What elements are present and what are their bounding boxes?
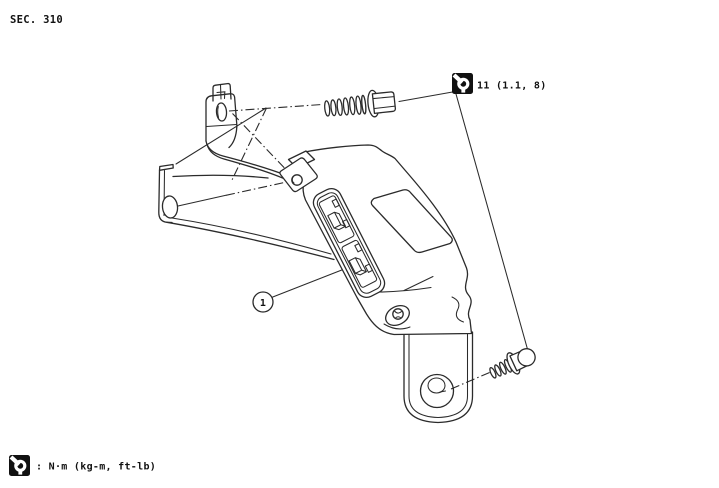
section-label: SEC. 310 [10,14,63,26]
bracket-clip [212,82,232,102]
part-callout: 1 [252,291,274,313]
torque-spec-value: 11 (1.1, 8) [477,81,547,92]
bracket-lower-tab [403,331,474,424]
bracket-lower-arm [158,163,335,261]
bracket-bolt-hole [215,102,228,122]
lower-screw [392,308,404,320]
bolt-head [517,348,536,367]
torque-wrench-icon [452,73,473,94]
legend-text: : N·m (kg-m, ft-lb) [36,462,156,473]
control-module [279,144,473,336]
part-callout-circle [252,291,274,313]
torque-spec-annotation: 11 (1.1, 8) [452,73,547,94]
torque-wrench-icon [9,455,30,476]
bolt-head [371,91,397,114]
leader-lines [270,91,529,352]
centerlines [177,103,323,207]
connector-socket-b [341,239,378,288]
torque-legend: : N·m (kg-m, ft-lb) [9,455,156,476]
lower-mounting-bolt [489,348,536,379]
lower-bolt-centerline [450,370,494,390]
bracket-upper-tab [205,82,293,183]
module-body [302,144,473,336]
part-callout-number: 1 [260,298,266,309]
tab-bolt-hole [419,373,455,409]
bracket-back-edge [175,107,267,165]
connector-socket-a [318,195,355,244]
upper-mounting-bolt [324,89,397,118]
arm-bolt-hole [161,195,179,219]
module-label-area [370,189,453,254]
harness-connector [312,187,386,299]
